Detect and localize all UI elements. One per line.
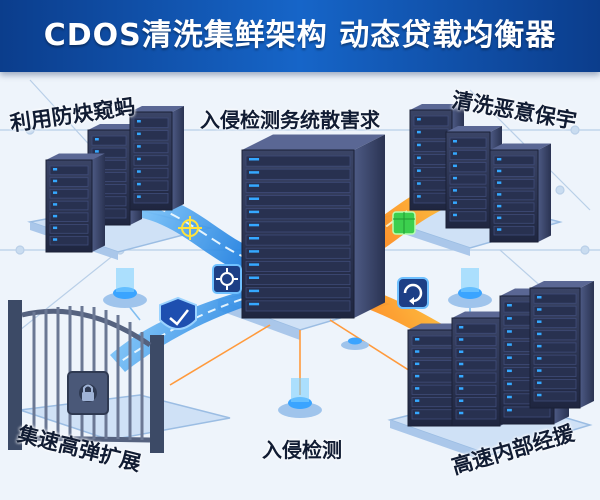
beacon-left — [103, 268, 147, 308]
title-banner: CDOS清洗集鲜架构 动态贷载均衡器 — [0, 0, 600, 72]
label-top-center: 入侵检测务统散害求 — [200, 108, 380, 132]
server-rack-left-front — [45, 153, 105, 253]
server-rack-center — [241, 134, 385, 319]
server-rack-left-back2 — [129, 106, 184, 211]
cube-icon — [392, 211, 416, 235]
security-gate — [8, 300, 164, 453]
page-title: CDOS清洗集鲜架构 动态贷载均衡器 — [43, 18, 557, 53]
beacon-bottom — [278, 378, 322, 418]
server-rack-bottom-4 — [529, 281, 594, 409]
beacon-small — [341, 337, 369, 350]
lock-icon — [82, 384, 94, 401]
beacon-right — [448, 268, 492, 308]
server-rack-right-front — [489, 143, 551, 243]
refresh-icon — [397, 277, 429, 309]
shield-icon — [159, 296, 197, 330]
gear-icon — [212, 264, 242, 294]
crosshair-icon — [178, 216, 202, 240]
server-racks — [45, 104, 594, 427]
label-bottom-center: 入侵检测 — [262, 438, 342, 462]
